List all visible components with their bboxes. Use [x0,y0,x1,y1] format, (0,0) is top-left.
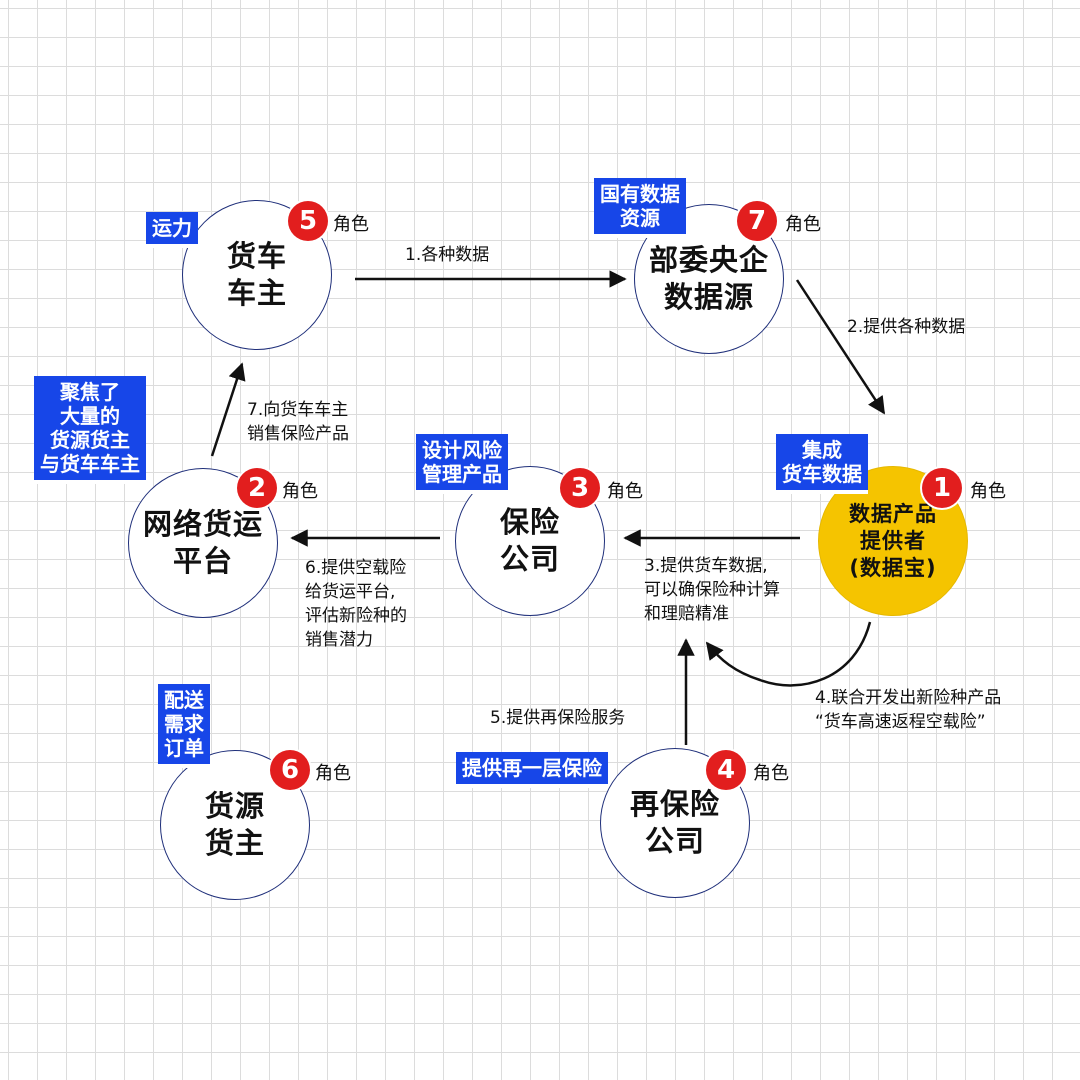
tag-data-provider: 集成 货车数据 [776,434,868,494]
badge-3: 3 [560,468,600,508]
tag-data-source: 国有数据 资源 [594,178,686,238]
node-data-source-name: 部委央企 数据源 [648,243,769,314]
badge-4: 4 [706,750,746,790]
node-reinsurer: 再保险 公司 [600,748,750,898]
role-label-7: 角色 [785,214,821,235]
node-data-provider-name: 数据产品 提供者 (数据宝) [849,501,937,580]
badge-2: 2 [237,468,277,508]
node-insurer-name: 保险 公司 [499,505,560,576]
node-reinsurer-name: 再保险 公司 [629,787,720,858]
node-cargo-owner-name: 货源 货主 [204,789,265,860]
badge-5: 5 [288,201,328,241]
node-freight-platform: 网络货运 平台 [128,468,278,618]
tag-cargo-owner: 配送 需求 订单 [158,684,210,768]
edge-label-7: 7.向货车车主 销售保险产品 [247,400,349,444]
role-label-4: 角色 [753,763,789,784]
role-label-5: 角色 [333,214,369,235]
role-label-2: 角色 [282,481,318,502]
role-label-3: 角色 [607,481,643,502]
tag-truck-owner: 运力 [146,212,198,248]
badge-6: 6 [270,750,310,790]
edge-label-2: 2.提供各种数据 [847,317,966,337]
arrow-e7 [210,362,246,457]
role-label-1: 角色 [970,481,1006,502]
edge-label-3: 3.提供货车数据, 可以确保险种计算 和理赔精准 [644,556,780,624]
tag-reinsurer: 提供再一层保险 [456,752,608,788]
badge-7: 7 [737,201,777,241]
node-freight-platform-name: 网络货运 平台 [142,507,263,578]
tag-insurer: 设计风险 管理产品 [416,434,508,494]
role-label-6: 角色 [315,763,351,784]
tag-freight-platform: 聚焦了 大量的 货源货主 与货车车主 [34,376,146,484]
node-truck-owner-name: 货车 车主 [226,239,287,310]
edge-label-6: 6.提供空载险 给货运平台, 评估新险种的 销售潜力 [305,558,407,650]
arrow-e2 [795,279,886,415]
badge-1: 1 [922,468,962,508]
arrow-e4 [705,621,872,687]
edge-label-5: 5.提供再保险服务 [490,708,626,728]
edge-label-4: 4.联合开发出新险种产品 “货车高速返程空载险” [815,688,1002,732]
edge-label-1: 1.各种数据 [405,245,490,265]
